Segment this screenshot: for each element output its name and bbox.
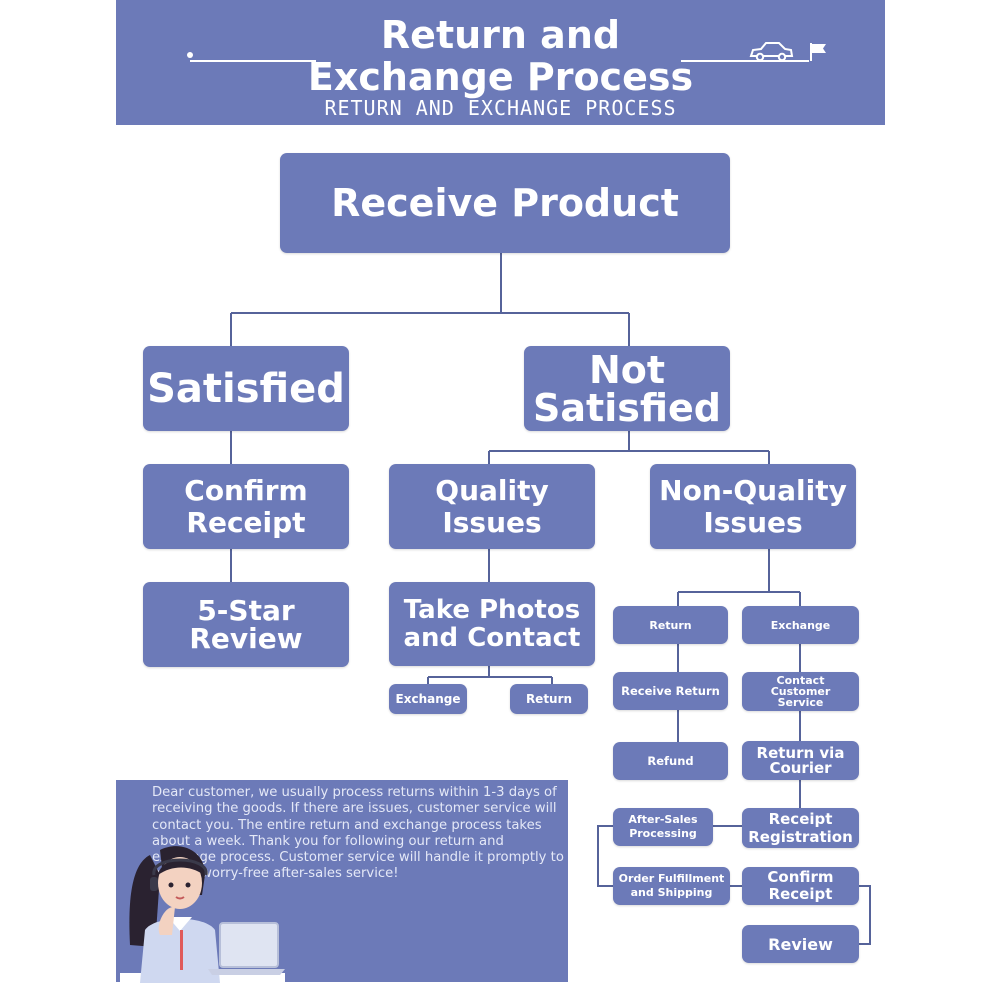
satisfied-node: Satisfied [143,346,349,431]
after-sales-processing-node: After-Sales Processing [613,808,713,846]
confirm-receipt-2-node: Confirm Receipt [742,867,859,905]
quality-return-node: Return [510,684,588,714]
order-fulfillment-node: Order Fulfillment and Shipping [613,867,730,905]
confirm-receipt-node: Confirm Receipt [143,464,349,549]
flag-icon [810,43,826,61]
pin-icon [187,52,193,58]
page-title-line2: Exchange Process [307,55,694,99]
contact-customer-service-node: Contact Customer Service [742,672,859,711]
take-photos-node: Take Photos and Contact [389,582,595,666]
customer-note-text: Dear customer, we usually process return… [152,785,564,882]
receive-product-node: Receive Product [280,153,730,253]
non-quality-exchange-node: Exchange [742,606,859,644]
header-banner: Return and Exchange Process RETURN AND E… [116,0,885,125]
header-right-rule [681,60,809,62]
receipt-registration-node: Receipt Registration [742,808,859,848]
review-node: Review [742,925,859,963]
five-star-review-node: 5-Star Review [143,582,349,667]
page-subtitle: RETURN AND EXCHANGE PROCESS [324,96,677,120]
non-quality-return-node: Return [613,606,728,644]
page-title-line1: Return and [380,13,621,57]
refund-node: Refund [613,742,728,780]
non-quality-issues-node: Non-Quality Issues [650,464,856,549]
header-left-rule [190,60,316,62]
quality-exchange-node: Exchange [389,684,467,714]
not-satisfied-node: Not Satisfied [524,346,730,431]
receive-return-node: Receive Return [613,672,728,710]
return-via-courier-node: Return via Courier [742,741,859,780]
customer-service-avatar-icon [120,846,285,983]
quality-issues-node: Quality Issues [389,464,595,549]
car-icon [749,42,794,62]
